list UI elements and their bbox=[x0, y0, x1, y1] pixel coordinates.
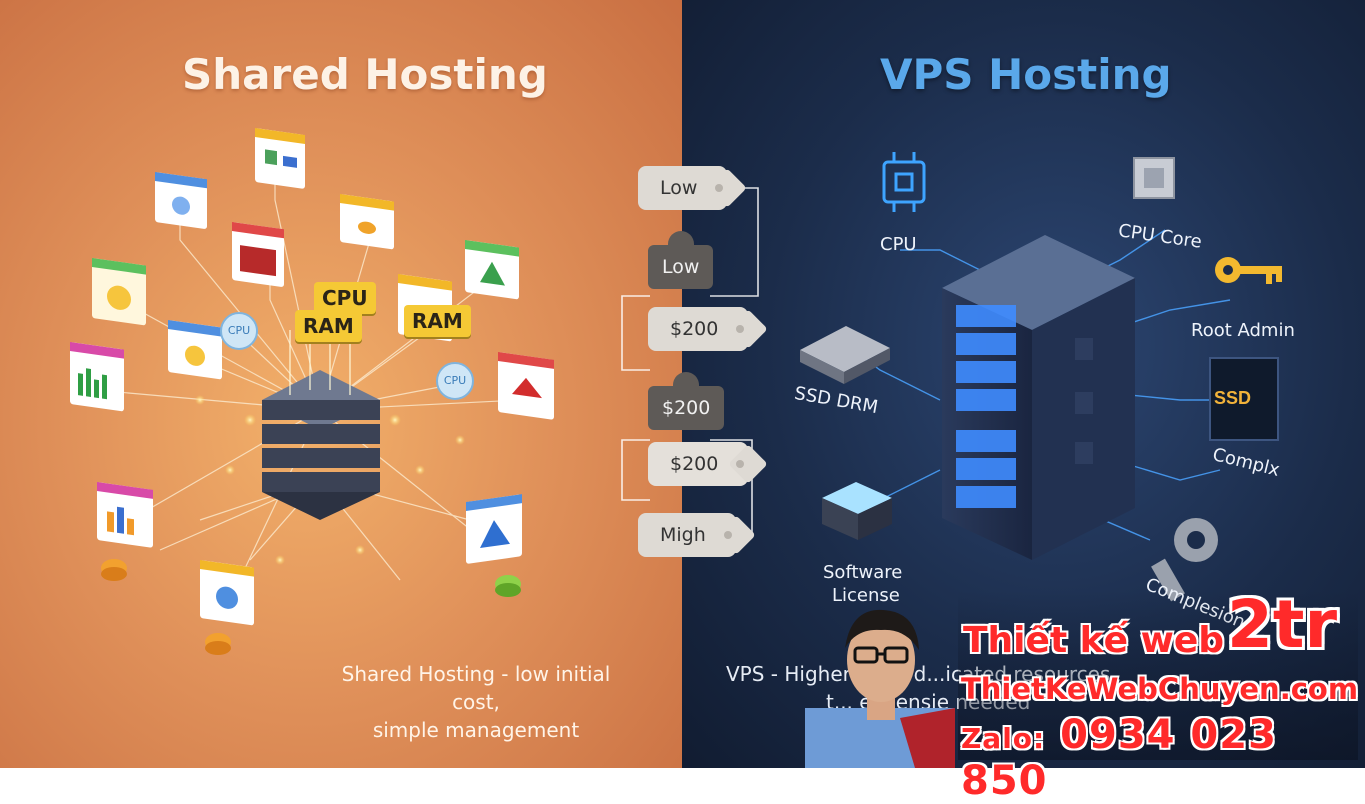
zalo-label: Zalo: bbox=[961, 722, 1046, 755]
shared-server-icon bbox=[262, 320, 380, 520]
avatar bbox=[805, 598, 955, 768]
promo-overlay bbox=[958, 590, 1358, 760]
price-tag-label: Migh bbox=[660, 524, 706, 546]
promo-price: 2tr bbox=[1227, 586, 1338, 663]
shared-caption-line2: simple management bbox=[372, 718, 580, 742]
cpu-bubble: CPU bbox=[220, 312, 258, 350]
promo-website: ThietKeWebChuyen.com bbox=[961, 672, 1359, 706]
shared-caption: Shared Hosting - low initial cost, simpl… bbox=[326, 660, 626, 744]
price-tag-label: $200 bbox=[670, 453, 719, 475]
price-tag-low: Low bbox=[638, 166, 728, 210]
decor-buttons bbox=[101, 559, 521, 655]
shared-hosting-title: Shared Hosting bbox=[182, 50, 548, 99]
promo-zalo: Zalo: 0934 023 850 bbox=[961, 712, 1365, 804]
ssd-drive-icon bbox=[800, 326, 890, 384]
glow-dots bbox=[195, 395, 465, 565]
label-root-admin: Root Admin bbox=[1191, 320, 1295, 341]
price-tag-200: $200 bbox=[648, 307, 749, 351]
key-icon bbox=[1215, 257, 1282, 284]
label-license: License bbox=[832, 585, 900, 606]
shared-caption-line1: Shared Hosting - low initial cost, bbox=[341, 662, 611, 714]
vps-server-icon bbox=[942, 235, 1135, 560]
promo-title: Thiết kế web bbox=[963, 620, 1225, 661]
ram-chip-2: RAM bbox=[404, 305, 471, 337]
price-tag-200-2: $200 bbox=[648, 442, 749, 486]
ssd-window-icon: SSD bbox=[1209, 357, 1279, 441]
lock-tag-low: Low bbox=[648, 231, 714, 289]
ram-chip: RAM bbox=[295, 310, 362, 342]
label-software: Software bbox=[823, 562, 903, 583]
cpu-chip: CPU bbox=[314, 282, 376, 314]
website-windows bbox=[70, 127, 554, 626]
lock-tag-200: $200 bbox=[648, 372, 725, 430]
svg-text:SSD: SSD bbox=[1214, 388, 1251, 408]
software-license-icon bbox=[822, 482, 892, 540]
label-cpu: CPU bbox=[880, 234, 917, 255]
price-tag-high: Migh bbox=[638, 513, 736, 557]
price-tag-label: Low bbox=[660, 177, 698, 199]
cpu-icon bbox=[882, 152, 926, 212]
cpu-core-icon bbox=[1133, 157, 1175, 199]
cpu-bubble-2: CPU bbox=[436, 362, 474, 400]
vps-hosting-title: VPS Hosting bbox=[880, 50, 1172, 99]
price-tag-label: $200 bbox=[670, 318, 719, 340]
illustration: SSD bbox=[70, 127, 1282, 655]
